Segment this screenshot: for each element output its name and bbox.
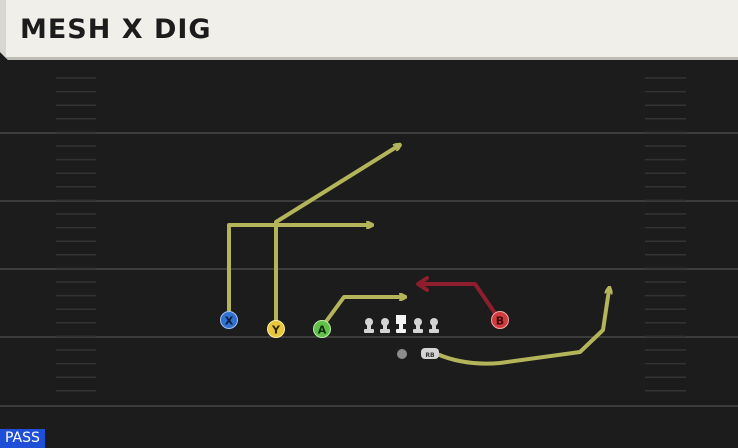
x-route-in: [227, 225, 370, 320]
hash-marks-right: [645, 77, 686, 392]
x-receiver[interactable]: X: [220, 311, 238, 329]
a-receiver[interactable]: A: [313, 320, 331, 338]
rb-player[interactable]: RB: [421, 348, 439, 359]
rb-label: RB: [425, 352, 435, 359]
y-label: Y: [271, 324, 281, 337]
a-button-icon: [313, 320, 331, 338]
hash-marks-left: [56, 77, 96, 392]
b-button-icon: [491, 311, 509, 329]
lineman-lg: [380, 318, 390, 333]
lineman-lt: [364, 318, 374, 333]
b-label: B: [496, 315, 504, 328]
x-button-icon: [220, 311, 238, 329]
b-route-in: [417, 282, 501, 321]
lineman-rt: [429, 318, 439, 333]
center: [396, 315, 406, 333]
play-type-badge: PASS: [0, 429, 45, 448]
quarterback[interactable]: [397, 349, 407, 359]
lineman-rg: [413, 318, 423, 333]
rb-route-wheel: [435, 290, 609, 366]
y-route-post: [274, 146, 398, 330]
play-field: RB X Y A B: [0, 62, 738, 448]
play-title: MESH X DIG: [20, 14, 212, 45]
offensive-line: [364, 315, 439, 333]
a-route-out: [320, 297, 403, 329]
play-title-bar: MESH X DIG: [0, 0, 738, 60]
y-button-icon: [267, 320, 285, 338]
a-label: A: [318, 324, 327, 337]
y-receiver[interactable]: Y: [267, 320, 285, 338]
x-label: X: [225, 315, 234, 328]
b-receiver[interactable]: B: [491, 311, 509, 329]
yard-lines: [0, 132, 738, 407]
title-bar-edge: [0, 0, 6, 60]
b-route-arrowhead: [416, 276, 429, 292]
field-turf: [0, 62, 738, 448]
rb-icon: [421, 348, 439, 359]
